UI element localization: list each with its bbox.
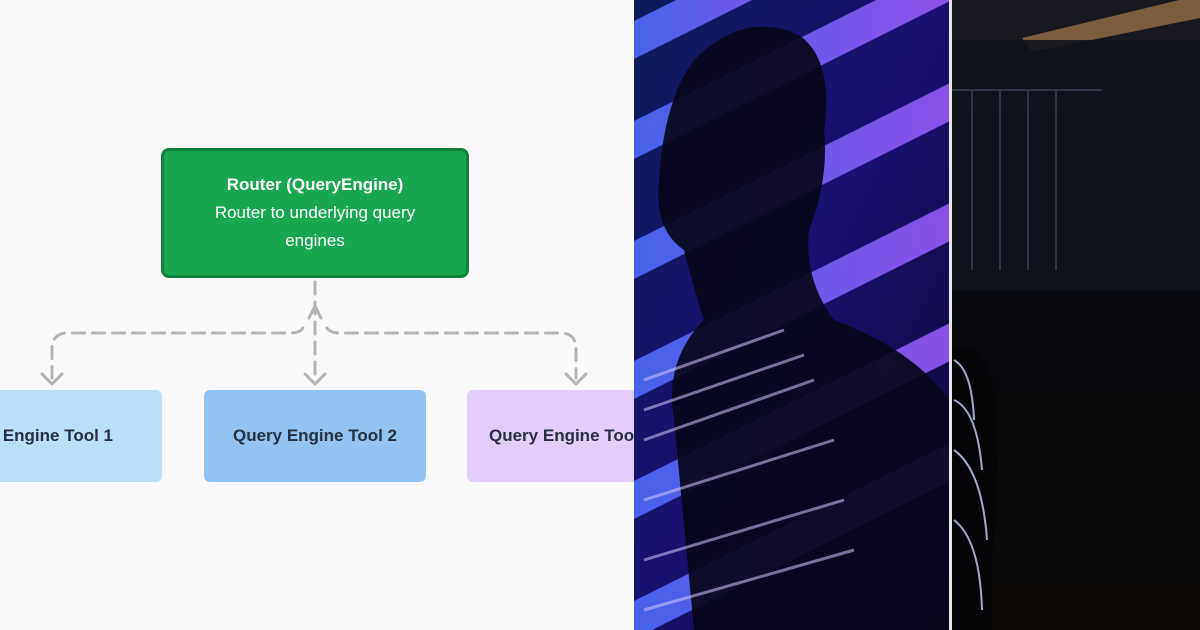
arrowhead-down-icon-3: [564, 372, 588, 386]
photo-left-image: [634, 0, 949, 630]
arrowhead-down-icon-1: [40, 372, 64, 386]
query-engine-tool-2: Query Engine Tool 2: [204, 390, 426, 482]
connector-right-branch: [325, 326, 578, 380]
arrowhead-up-icon: [307, 304, 323, 320]
photo-night-house: [952, 0, 1200, 630]
router-node: Router (QueryEngine) Router to underlyin…: [161, 148, 469, 278]
router-diagram: Router (QueryEngine) Router to underlyin…: [0, 148, 634, 482]
connector-lines: [40, 280, 588, 386]
router-title: Router (QueryEngine): [226, 175, 404, 194]
connector-left-branch: [50, 326, 305, 380]
tool-3-label: Query Engine Tool 3: [489, 426, 634, 445]
router-description: Router to underlying query engines: [214, 203, 416, 250]
tool-2-label: Query Engine Tool 2: [232, 426, 398, 445]
photo-divider: [949, 0, 952, 630]
query-engine-tool-3: Query Engine Tool 3: [467, 390, 634, 482]
tool-1-label: Query Engine Tool 1: [0, 426, 114, 445]
arrowhead-down-icon-2: [303, 372, 327, 386]
photo-silhouette-striped-light: [634, 0, 949, 630]
query-engine-tool-1: Query Engine Tool 1: [0, 390, 162, 482]
photo-right-image: [952, 0, 1200, 630]
